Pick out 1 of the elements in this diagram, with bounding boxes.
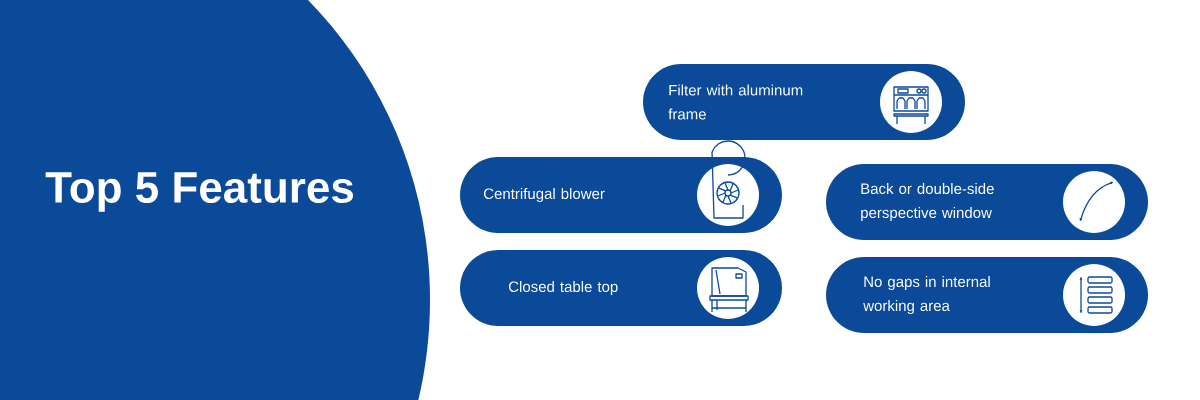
title: Top 5 Features [45, 172, 353, 212]
